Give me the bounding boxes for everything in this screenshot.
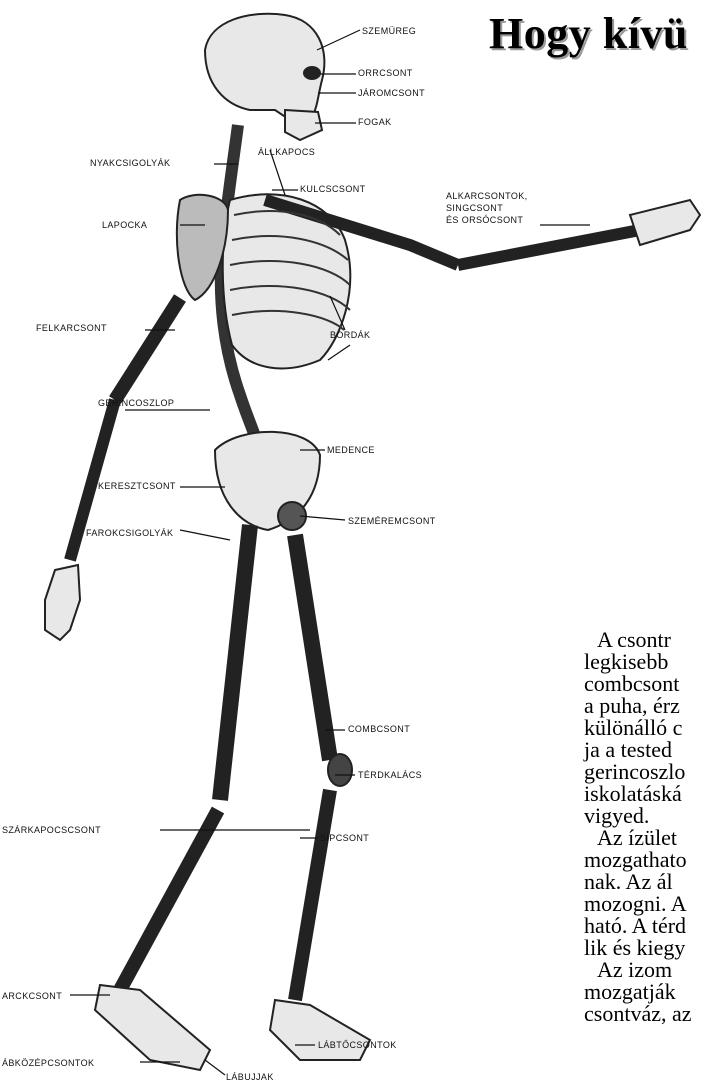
label-alkarcsontok-2: SINGCSONT bbox=[446, 203, 503, 214]
para-line: vigyed. bbox=[584, 805, 649, 827]
para-line: mozgatják bbox=[584, 981, 676, 1003]
label-sipcsont: SÍPCSONT bbox=[320, 833, 369, 844]
label-szemeremcsont: SZEMÉREMCSONT bbox=[348, 516, 436, 527]
lower-leg-left bbox=[120, 810, 218, 990]
eye-socket bbox=[304, 67, 320, 79]
para-line: legkisebb bbox=[584, 651, 668, 673]
label-fogak: FOGAK bbox=[358, 117, 392, 128]
foot-left bbox=[95, 985, 210, 1070]
hand-left bbox=[45, 565, 80, 640]
label-nyakcsigolyak: NYAKCSIGOLYÁK bbox=[90, 158, 170, 169]
para-line: iskolatáská bbox=[584, 783, 682, 805]
para-line: ható. A térd bbox=[584, 915, 686, 937]
para-line: Az izom bbox=[597, 959, 672, 981]
label-gerincoszlop: GERINCOSZLOP bbox=[98, 398, 174, 409]
label-combcsont: COMBCSONT bbox=[348, 724, 410, 735]
label-allkapocs: ÁLLKAPOCS bbox=[258, 147, 315, 158]
para-line: A csontr bbox=[597, 629, 671, 651]
para-line: különálló c bbox=[584, 717, 682, 739]
label-terdkalacs: TÉRDKALÁCS bbox=[358, 770, 422, 781]
para-line: lik és kiegy bbox=[584, 937, 685, 959]
para-line: csontváz, az bbox=[584, 1003, 692, 1025]
para-line: mozgathato bbox=[584, 849, 687, 871]
label-bordak: BORDÁK bbox=[330, 330, 370, 341]
label-labkozepcsontok: ÁBKÖZÉPCSONTOK bbox=[2, 1058, 94, 1069]
hand-right bbox=[630, 200, 700, 245]
label-szemureg: SZEMÜREG bbox=[362, 26, 416, 37]
lower-leg-right bbox=[295, 790, 330, 1000]
label-alkarcsontok-3: ÉS ORSÓCSONT bbox=[446, 215, 523, 226]
upper-arm-left bbox=[115, 298, 180, 400]
label-medence: MEDENCE bbox=[327, 445, 375, 456]
label-kulcscsont: KULCSCSONT bbox=[300, 184, 366, 195]
femur-left bbox=[220, 525, 250, 800]
label-labtocsontok: LÁBTŐCSONTOK bbox=[318, 1040, 397, 1051]
foot-right bbox=[270, 1000, 370, 1060]
para-line: combcsont bbox=[584, 673, 679, 695]
label-szarkapocscsont: SZÁRKAPOCSCSONT bbox=[2, 825, 101, 836]
label-labujjak: LÁBUJJAK bbox=[226, 1072, 274, 1083]
para-line: Az ízület bbox=[597, 827, 677, 849]
para-line: gerincoszlo bbox=[584, 761, 685, 783]
label-farokcsigolyak: FAROKCSIGOLYÁK bbox=[86, 528, 173, 539]
label-felkarcsont: FELKARCSONT bbox=[36, 323, 107, 334]
label-karcsont: ARCKCSONT bbox=[2, 991, 62, 1002]
forearm-right bbox=[458, 230, 640, 265]
label-lapocka: LAPOCKA bbox=[102, 220, 147, 231]
label-orrcsont: ORRCSONT bbox=[358, 68, 413, 79]
label-jaromcsont: JÁROMCSONT bbox=[358, 88, 425, 99]
jaw bbox=[285, 110, 322, 140]
para-line: ja a tested bbox=[584, 739, 672, 761]
para-line: nak. Az ál bbox=[584, 871, 673, 893]
para-line: mozogni. A bbox=[584, 893, 687, 915]
para-line: a puha, érz bbox=[584, 695, 680, 717]
femur-right bbox=[295, 535, 330, 760]
kneecap-right bbox=[328, 754, 352, 786]
label-kereszcsont: KERESZTCSONT bbox=[98, 481, 176, 492]
label-alkarcsontok-1: ALKARCSONTOK, bbox=[446, 191, 528, 202]
